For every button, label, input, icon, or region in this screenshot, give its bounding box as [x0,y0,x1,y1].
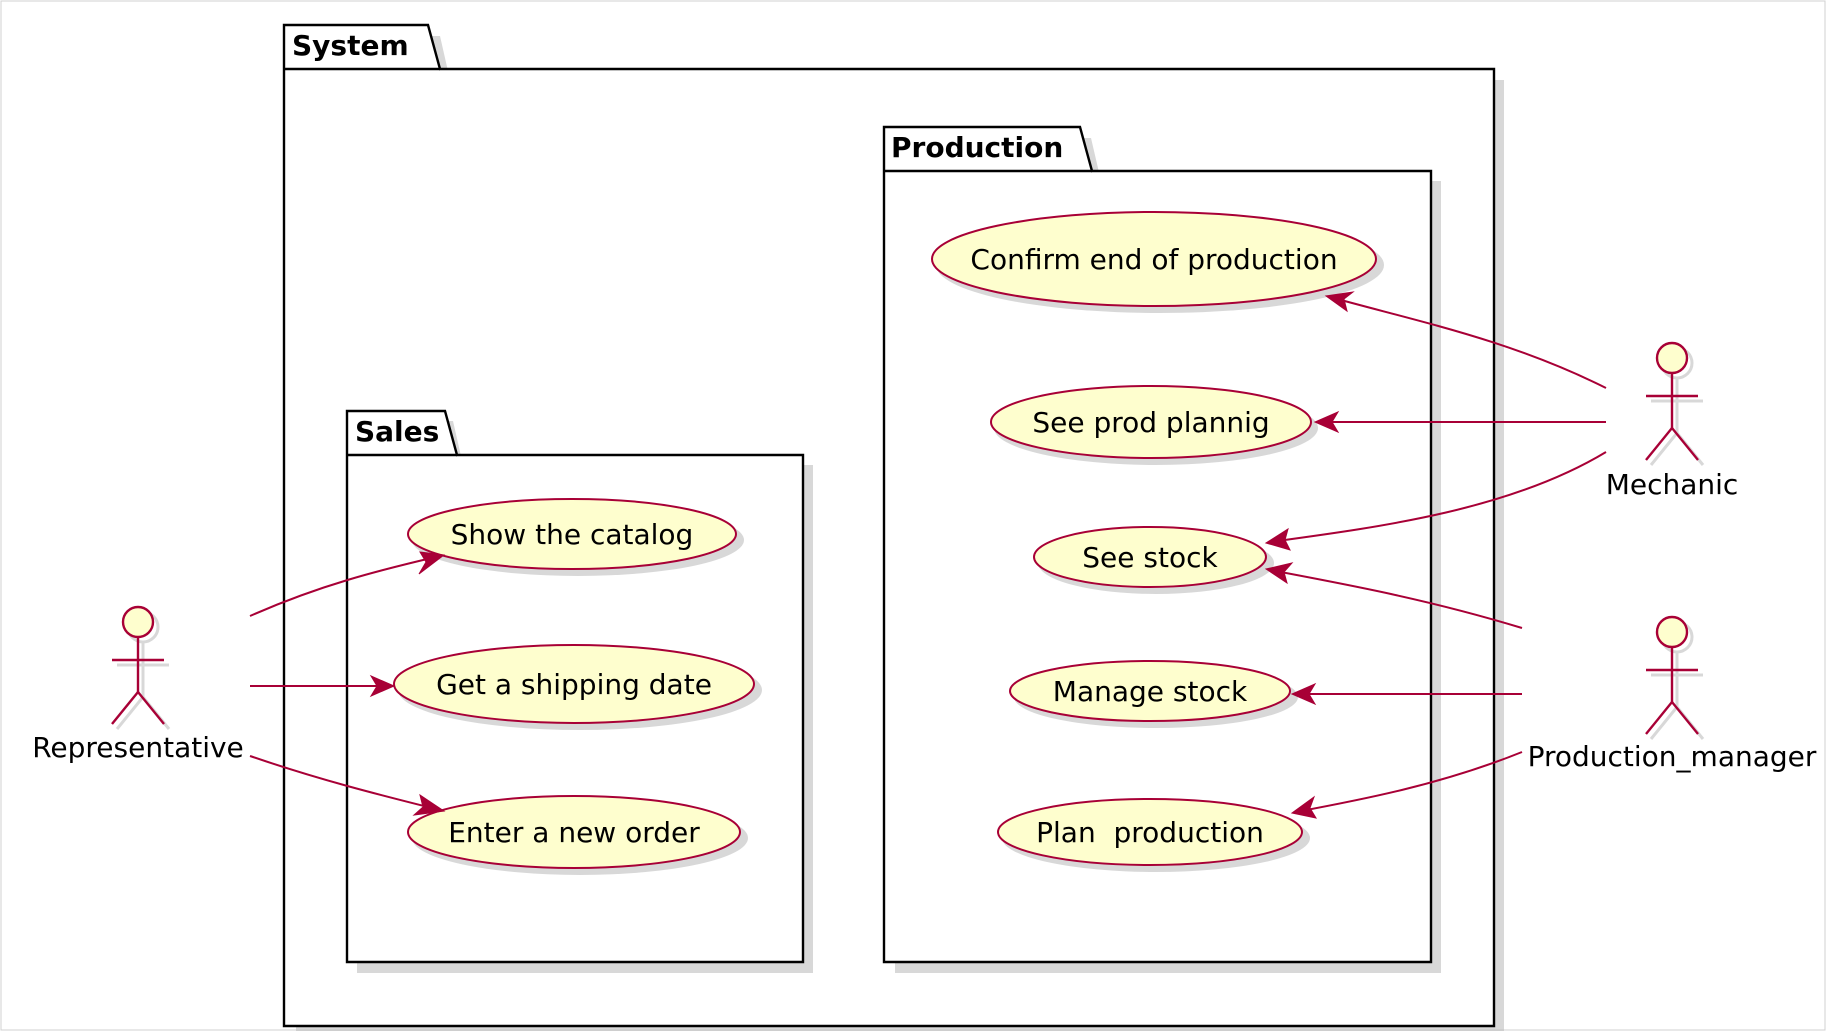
associations [249,291,1607,819]
arrowhead-manage-stock [1290,682,1317,706]
assoc-mechanic-see-stock [1269,451,1607,543]
usecase-confirm-end-of-production: Confirm end of production [931,211,1384,313]
usecase-get-a-shipping-date: Get a shipping date [393,644,762,730]
arrowhead-confirm-end [1324,291,1355,313]
usecase-shipping-date-label: Get a shipping date [436,668,712,701]
arrowhead-plan-production [1290,795,1318,819]
usecase-show-catalog-label: Show the catalog [451,518,694,551]
assoc-manager-plan-production [1295,751,1523,813]
usecase-show-the-catalog: Show the catalog [407,498,744,576]
arrowhead-see-stock-mechanic [1264,527,1291,551]
usecase-plan-production-label: Plan production [1036,816,1264,849]
usecase-plan-production: Plan production [997,798,1310,872]
usecase-confirm-end-label: Confirm end of production [970,243,1337,276]
actor-production-manager-label: Production_manager [1528,740,1817,773]
usecase-manage-stock: Manage stock [1009,660,1298,728]
usecase-manage-stock-label: Manage stock [1053,675,1248,708]
actor-production-manager: Production_manager [1528,615,1817,773]
usecase-see-prod-plannig: See prod plannig [990,385,1318,465]
usecase-see-plannig-label: See prod plannig [1032,406,1269,439]
actor-mechanic: Mechanic [1606,341,1739,501]
arrowhead-show-catalog [418,551,446,575]
arrowhead-shipping-date [369,674,396,698]
assoc-representative-show-catalog [249,555,441,617]
package-production-label: Production [891,131,1063,164]
usecase-new-order-label: Enter a new order [448,816,700,849]
package-sales-label: Sales [355,415,439,448]
usecase-see-stock-label: See stock [1082,541,1218,574]
assoc-mechanic-confirm-end [1329,296,1607,389]
usecase-enter-a-new-order: Enter a new order [407,795,748,875]
package-system-label: System [292,29,409,62]
actor-mechanic-label: Mechanic [1606,468,1739,501]
arrowhead-see-plannig [1313,410,1340,434]
arrowhead-new-order [412,793,446,816]
actor-representative-label: Representative [32,731,244,764]
usecase-see-stock: See stock [1033,526,1274,594]
assoc-manager-see-stock [1269,569,1523,629]
assoc-representative-new-order [249,755,441,811]
actor-representative: Representative [32,605,244,764]
arrowhead-see-stock-manager [1264,562,1294,585]
